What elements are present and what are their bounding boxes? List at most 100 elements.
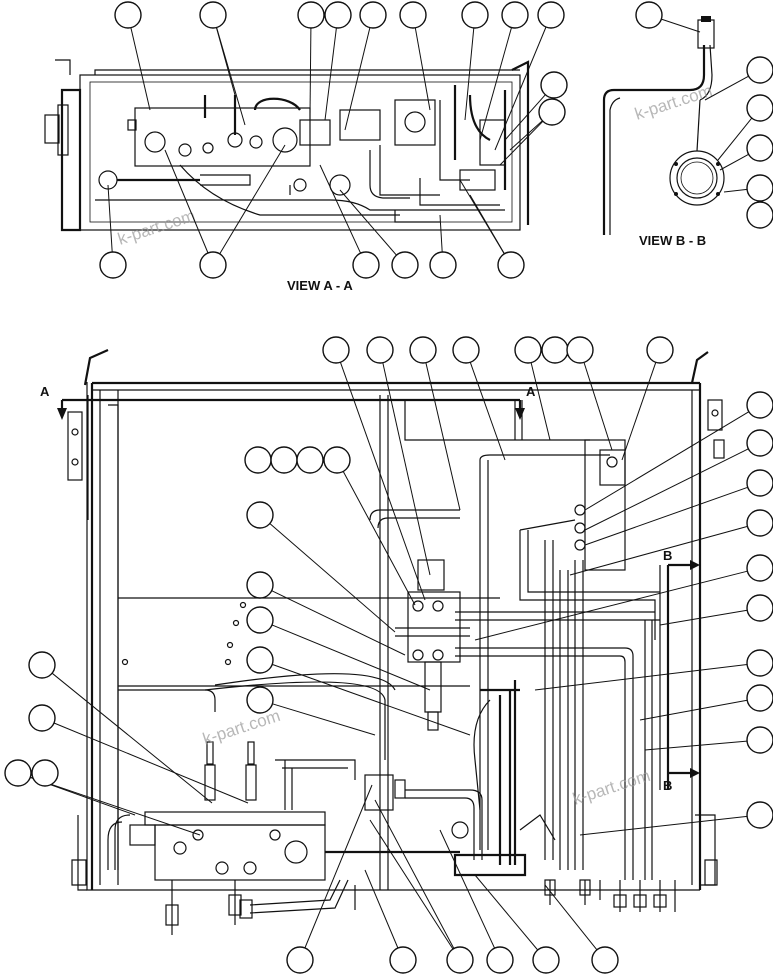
callout-leader-line [339, 189, 397, 256]
main-manifold [107, 741, 460, 881]
view-bb [602, 16, 725, 235]
watermark-2: k-part.com [632, 81, 714, 124]
callout-leader-line [499, 120, 544, 166]
harness-bundle [451, 680, 556, 877]
callout-leader-line [584, 448, 749, 531]
callout-leader-line [621, 362, 657, 461]
callout-bubble [746, 469, 773, 497]
bottom-fittings [165, 879, 676, 935]
watermark-1: k-part.com [115, 206, 197, 249]
callout-bubble [501, 1, 529, 29]
callout-bubble [322, 336, 350, 364]
main-piping [369, 400, 660, 880]
callout-bubble [389, 946, 417, 974]
callout-bubble [746, 684, 773, 712]
callout-bubble [486, 946, 514, 974]
callout-bubble [31, 759, 59, 787]
section-marker-a-right: A [526, 384, 536, 399]
callout-leader-line [659, 609, 748, 626]
callout-bubble [246, 571, 274, 599]
callout-bubble [532, 946, 560, 974]
callout-bubble [429, 251, 457, 279]
callout-bubble [746, 56, 773, 84]
callout-bubble [746, 391, 773, 419]
callout-leader-line [309, 27, 312, 116]
callout-leader-line [339, 362, 426, 601]
callout-leader-line [584, 411, 750, 511]
callout-leader-line [723, 188, 748, 193]
callout-bubble [246, 686, 274, 714]
callout-bubble [746, 801, 773, 829]
main-valve-cluster [364, 559, 483, 860]
callout-bubble [537, 1, 565, 29]
callout-leader-line [425, 362, 461, 511]
callout-bubble [359, 1, 387, 29]
callout-leader-line [30, 776, 201, 836]
callout-leader-line [504, 94, 546, 141]
callout-bubble [114, 1, 142, 29]
callout-bubble [246, 501, 274, 529]
callout-leader-line [219, 144, 286, 255]
callout-leader-line [494, 26, 547, 151]
callout-bubble [446, 946, 474, 974]
view-aa-manifold [127, 95, 311, 167]
curved-conduit [118, 673, 396, 810]
callout-bubble [566, 336, 594, 364]
callout-leader-line [464, 27, 475, 121]
callout-bubble [540, 71, 568, 99]
callout-bubbles [4, 1, 773, 974]
callout-leader-line [344, 27, 371, 131]
callout-bubble [635, 1, 663, 29]
callout-bubble [746, 94, 773, 122]
callout-leader-line [369, 819, 454, 950]
callout-bubble [28, 651, 56, 679]
callout-leader-line [584, 486, 748, 546]
view-aa-title: VIEW A - A [287, 278, 353, 293]
callout-bubble [323, 446, 351, 474]
callout-leader-line [719, 153, 749, 171]
callout-bubble [286, 946, 314, 974]
callout-bubble [497, 251, 525, 279]
callout-bubble [746, 594, 773, 622]
callout-bubble [99, 251, 127, 279]
view-aa-valve-bank [299, 85, 507, 206]
callout-bubble [452, 336, 480, 364]
callout-bubble [541, 336, 569, 364]
main-enclosure [67, 348, 725, 891]
callout-leader-line [271, 624, 431, 691]
section-marker-a-left: A [40, 384, 50, 399]
callout-bubble [244, 446, 272, 474]
callout-leader-line [474, 874, 539, 951]
callout-leader-line [51, 672, 213, 804]
callout-bubble [199, 251, 227, 279]
reservoir-box [379, 395, 626, 890]
callout-leader-line [271, 590, 406, 656]
callout-bubble [746, 726, 773, 754]
callout-bubble [746, 509, 773, 537]
section-marker-b-top: B [663, 548, 672, 563]
callout-leader-line [324, 27, 337, 121]
callout-leader-line [579, 815, 748, 836]
callout-bubble [399, 1, 427, 29]
callout-leader-line [269, 523, 396, 633]
callout-leader-line [272, 663, 471, 736]
view-aa-hoses [95, 164, 505, 223]
callout-bubble [538, 98, 566, 126]
callout-leader-line [474, 570, 748, 641]
watermark-3: k-part.com [200, 706, 282, 749]
callout-leader-line [364, 869, 399, 949]
callout-leader-line [107, 184, 113, 253]
callout-leader-line [216, 27, 246, 126]
callout-bubble [246, 606, 274, 634]
callout-leader-line [414, 27, 431, 111]
callout-leader-line [342, 471, 416, 606]
callout-leader-line [374, 799, 455, 949]
callout-bubble [246, 646, 274, 674]
section-b-line [659, 560, 700, 790]
callout-leader-line [272, 703, 376, 736]
callout-bubble [746, 174, 773, 202]
callout-leader-line [469, 362, 506, 461]
callout-bubble [746, 554, 773, 582]
